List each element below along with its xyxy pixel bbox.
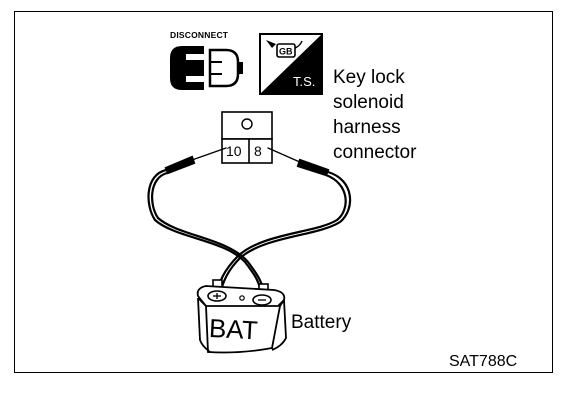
ts-tester-icon: GB T.S. [259,33,323,95]
ts-badge: GB [279,47,293,57]
probe-leads [147,147,352,300]
battery-label: Battery [291,312,352,333]
connector-label-line: harness [333,117,401,138]
battery-body-text: BAT [208,313,258,346]
terminal-8: 8 [254,143,262,159]
harness-connector-icon: 10 8 [221,111,273,164]
ts-label: T.S. [293,74,315,89]
terminal-10: 10 [226,143,242,159]
connector-label-line: solenoid [333,92,404,113]
battery-icon: BAT [196,279,287,354]
connector-label: Key lock solenoid harness connector [333,67,417,163]
figure-id: SAT788C [449,353,517,370]
disconnect-label: DISCONNECT [170,30,229,40]
connector-label-line: Key lock [333,67,405,88]
disconnect-connector-icon: DISCONNECT [170,30,243,90]
connector-label-line: connector [333,142,417,163]
diagram-frame [14,11,553,373]
